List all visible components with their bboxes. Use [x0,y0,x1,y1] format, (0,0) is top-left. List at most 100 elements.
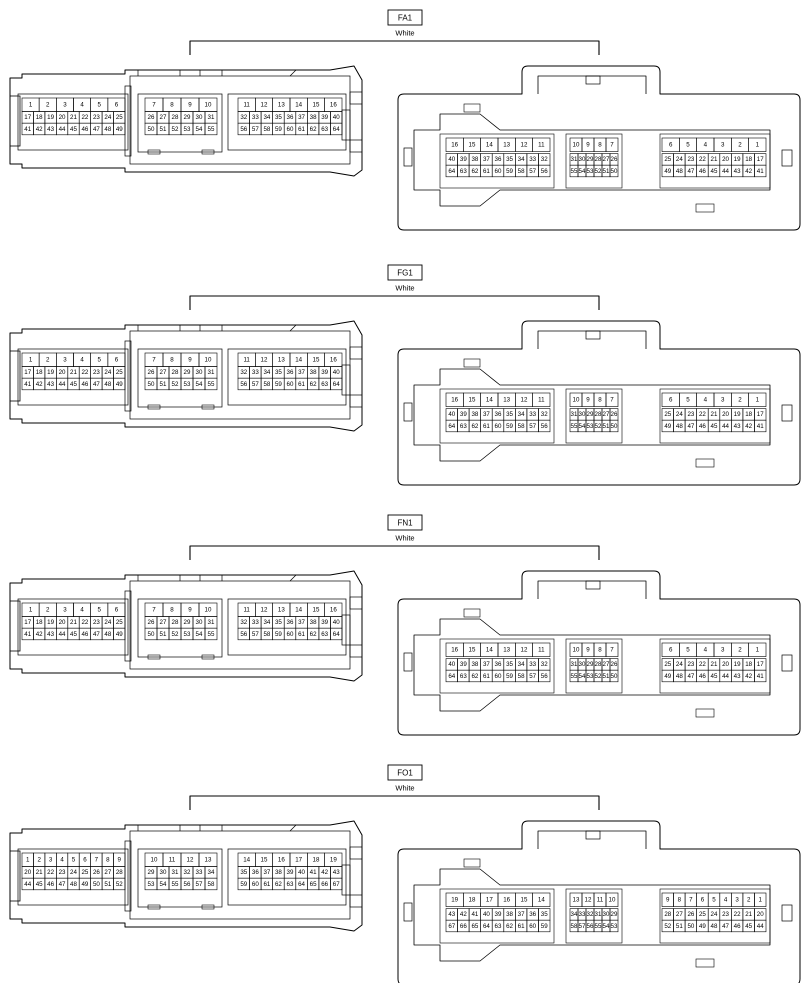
outline-rect [748,392,767,407]
pin-number: 53 [184,631,191,638]
pin-number: 29 [184,369,191,376]
outline-rect [754,669,767,683]
pin-number: 17 [757,156,764,163]
outline-rect [695,458,715,468]
pin-number: 28 [595,661,602,668]
pin-number: 58 [208,881,215,888]
pin-number: 47 [722,923,729,930]
pin-number: 25 [664,411,671,418]
pin-number: 5 [686,397,690,404]
pin-number: 41 [24,381,31,388]
outline-rect [403,147,413,167]
pin-number: 64 [448,673,455,680]
pin-number: 56 [184,881,191,888]
pin-number: 9 [586,397,590,404]
pin-number: 32 [240,114,247,121]
outline-rect [565,133,623,189]
pin-number: 48 [676,168,683,175]
outline-rect [227,348,347,406]
pin-number: 14 [295,607,302,614]
outline-rect [17,848,129,906]
outline-rect [137,348,223,408]
outline-path [289,324,297,332]
pin-number: 41 [24,126,31,133]
pin-number: 16 [330,357,337,364]
pin-number: 28 [664,911,671,918]
pin-number: 58 [571,923,578,930]
pin-number: 31 [172,869,179,876]
pin-number: 6 [115,357,119,364]
outline-rect [17,598,129,656]
pin-number: 49 [699,923,706,930]
outline-rect [609,669,619,683]
outline-rect [204,877,218,891]
pin-number: 33 [252,114,259,121]
pin-number: 19 [734,156,741,163]
pin-number: 46 [47,881,54,888]
pin-number: 20 [24,869,31,876]
pin-number: 51 [603,673,610,680]
pin-number: 22 [699,411,706,418]
outline-path [137,575,223,581]
pin-number: 32 [240,369,247,376]
pin-number: 39 [321,369,328,376]
outline-rect [439,638,555,694]
outline-rect [147,404,161,410]
pin-number: 50 [611,673,618,680]
outline-rect [605,892,619,907]
pin-number: 14 [486,647,493,654]
pin-number: 54 [196,381,203,388]
outline-rect [439,888,555,944]
outline-path [397,320,801,486]
pin-number: 43 [734,168,741,175]
outline-path [397,570,801,736]
pin-number: 15 [313,607,320,614]
outline-path [9,65,363,177]
pin-number: 34 [518,411,525,418]
pin-number: 4 [704,397,708,404]
pin-number: 54 [160,881,167,888]
outline-rect [754,419,767,433]
pin-number: 25 [664,661,671,668]
pin-number: 27 [160,114,167,121]
pin-number: 53 [587,423,594,430]
pin-number: 20 [722,411,729,418]
pin-number: 50 [148,126,155,133]
pin-number: 20 [722,156,729,163]
outline-rect [403,902,413,922]
pin-number: 63 [460,168,467,175]
outline-rect [695,958,715,968]
pin-number: 63 [460,423,467,430]
pin-number: 18 [745,661,752,668]
pin-number: 51 [603,423,610,430]
pin-number: 37 [298,114,305,121]
pin-number: 62 [310,631,317,638]
pin-number: 55 [208,381,215,388]
pin-number: 25 [81,869,88,876]
pin-number: 10 [573,142,580,149]
pin-number: 36 [495,661,502,668]
pin-number: 44 [24,881,31,888]
outline-rect [147,904,161,910]
pin-number: 29 [587,411,594,418]
pin-number: 17 [757,411,764,418]
pin-number: 19 [734,411,741,418]
pin-number: 50 [148,631,155,638]
pin-number: 3 [721,142,725,149]
outline-rect [585,580,601,590]
pin-number: 15 [469,647,476,654]
pin-number: 13 [503,397,510,404]
pin-number: 63 [460,673,467,680]
pin-number: 2 [747,897,751,904]
connector-id-label: FO1 [397,768,413,777]
pin-number: 49 [116,126,123,133]
pin-number: 59 [506,423,513,430]
pin-number: 37 [483,411,490,418]
pin-number: 46 [81,631,88,638]
pin-number: 7 [689,897,693,904]
pin-number: 60 [495,673,502,680]
pin-number: 62 [310,381,317,388]
pin-number: 35 [240,869,247,876]
pin-number: 46 [81,126,88,133]
